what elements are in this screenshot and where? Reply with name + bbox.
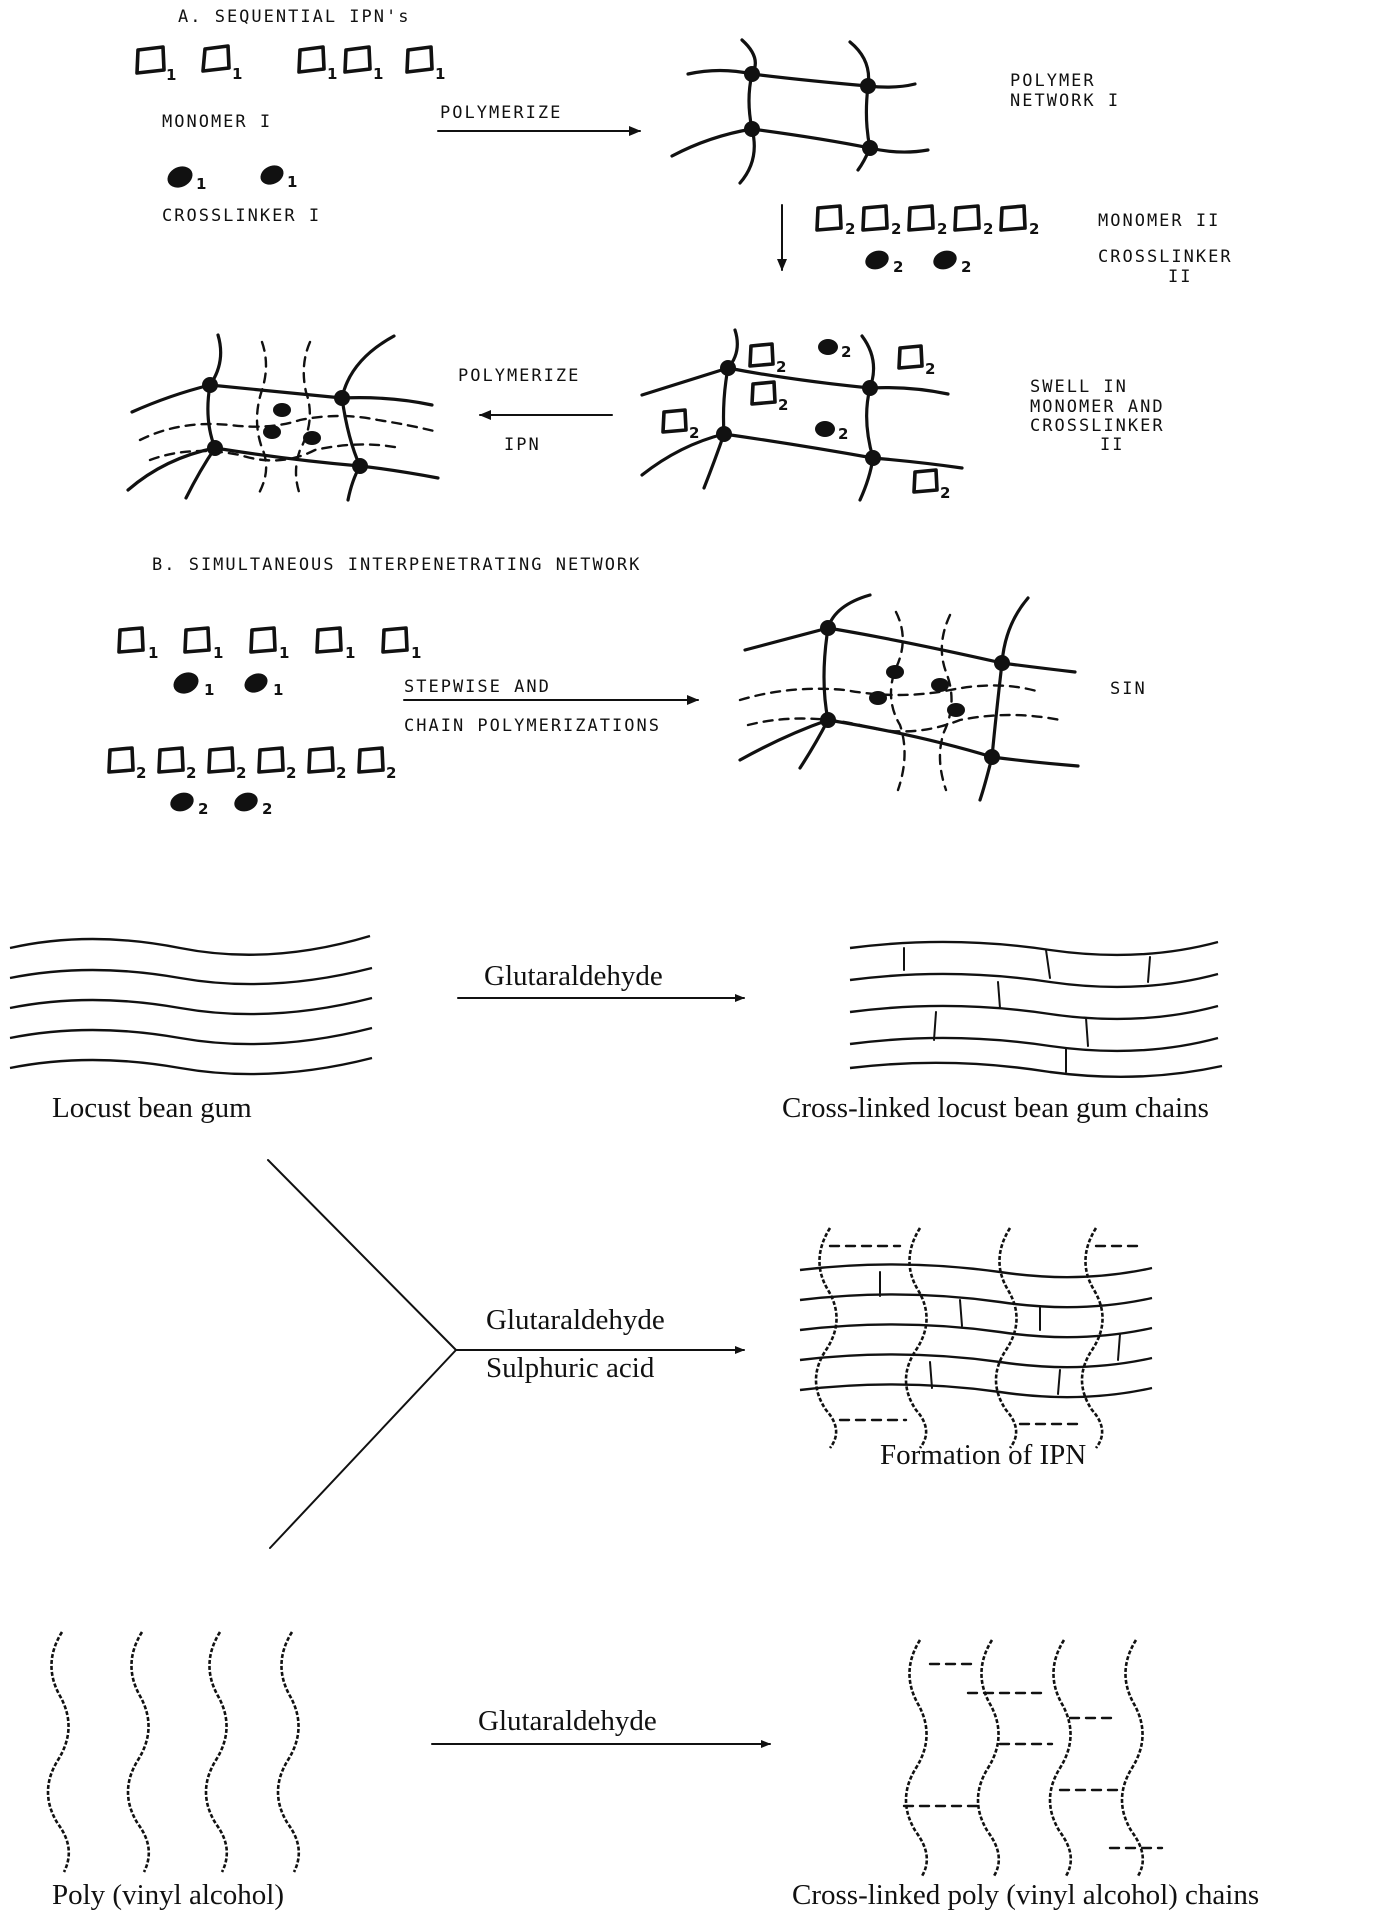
section-b-heading: B. SIMULTANEOUS INTERPENETRATING NETWORK (152, 555, 641, 575)
section-b-simultaneous-ipn: B. SIMULTANEOUS INTERPENETRATING NETWORK… (107, 555, 1147, 818)
svg-text:2: 2 (925, 360, 935, 378)
crosslinker-1-label: CROSSLINKER I (162, 206, 321, 226)
swell-label-line1: SWELL IN (1030, 377, 1128, 397)
svg-text:1: 1 (279, 644, 289, 662)
swell-label-line4: II (1100, 435, 1124, 455)
glutaraldehyde-label-bottom: Glutaraldehyde (478, 1705, 657, 1737)
svg-text:1: 1 (411, 644, 421, 662)
svg-text:2: 2 (838, 425, 848, 443)
polymer-network-1 (670, 38, 930, 185)
monomer-1-label: MONOMER I (162, 112, 272, 132)
svg-text:2: 2 (776, 358, 786, 376)
monomer-1-squares-b: 1 1 1 1 1 1 1 (117, 626, 421, 699)
svg-text:1: 1 (232, 65, 242, 83)
svg-text:2: 2 (336, 764, 346, 782)
svg-text:1: 1 (204, 681, 214, 699)
svg-text:1: 1 (287, 173, 297, 191)
pva-chains (46, 1631, 301, 1873)
svg-text:2: 2 (286, 764, 296, 782)
crosslinked-lbg-chains (849, 940, 1223, 1078)
lbg-pva-ipn-scheme: Locust bean gum Glutaraldehyde Cross-lin… (9, 934, 1259, 1911)
svg-text:2: 2 (198, 800, 208, 818)
glutaraldehyde-label-top: Glutaraldehyde (484, 960, 663, 992)
crosslinker-1-dots: 1 1 (167, 165, 297, 193)
svg-text:2: 2 (262, 800, 272, 818)
section-a-heading: A. SEQUENTIAL IPN's (178, 7, 410, 27)
sin-label: SIN (1110, 679, 1147, 699)
svg-text:2: 2 (937, 220, 947, 238)
svg-text:1: 1 (166, 66, 176, 84)
svg-text:2: 2 (778, 396, 788, 414)
crosslinker-2-label-line2: II (1168, 267, 1192, 287)
converge-line-lower (269, 1349, 457, 1549)
polymerize-label-1: POLYMERIZE (440, 103, 562, 123)
svg-text:1: 1 (273, 681, 283, 699)
sulphuric-acid-label: Sulphuric acid (486, 1352, 655, 1384)
svg-text:1: 1 (327, 65, 337, 83)
svg-text:2: 2 (186, 764, 196, 782)
svg-text:2: 2 (891, 220, 901, 238)
crosslinked-pva-label: Cross-linked poly (vinyl alcohol) chains (792, 1879, 1259, 1911)
polymerize-label-2: POLYMERIZE (458, 366, 580, 386)
monomer-2-label: MONOMER II (1098, 211, 1220, 231)
formation-ipn-label: Formation of IPN (880, 1439, 1086, 1471)
svg-text:1: 1 (373, 65, 383, 83)
converge-line-upper (267, 1159, 457, 1351)
swollen-network: 2 2 2 2 2 2 2 (640, 328, 964, 502)
svg-text:1: 1 (345, 644, 355, 662)
monomer-2-squares: 2 2 2 2 2 (815, 204, 1039, 238)
svg-text:1: 1 (435, 65, 445, 83)
crosslinked-pva-chains (902, 1639, 1164, 1877)
svg-text:1: 1 (148, 644, 158, 662)
swell-label-line3: CROSSLINKER (1030, 416, 1165, 436)
svg-text:2: 2 (940, 484, 950, 502)
network-1-label-line2: NETWORK I (1010, 91, 1120, 111)
section-a-sequential-ipn: A. SEQUENTIAL IPN's 1 1 1 1 1 MONOMER I … (126, 7, 1233, 502)
svg-text:2: 2 (961, 258, 971, 276)
network-1-label-line1: POLYMER (1010, 71, 1096, 91)
locust-bean-gum-chains (9, 934, 373, 1076)
svg-text:1: 1 (213, 644, 223, 662)
svg-text:2: 2 (236, 764, 246, 782)
svg-text:2: 2 (386, 764, 396, 782)
ipn-label: IPN (504, 435, 541, 455)
svg-text:2: 2 (893, 258, 903, 276)
locust-bean-gum-label: Locust bean gum (52, 1092, 252, 1124)
ipn-network (126, 333, 440, 502)
glutaraldehyde-label-mid: Glutaraldehyde (486, 1304, 665, 1336)
svg-text:2: 2 (1029, 220, 1039, 238)
svg-text:1: 1 (196, 175, 206, 193)
crosslinked-lbg-label: Cross-linked locust bean gum chains (782, 1092, 1209, 1124)
monomer-2-squares-b: 2 2 2 2 2 2 2 2 (107, 746, 396, 818)
stepwise-label-line1: STEPWISE AND (404, 677, 551, 697)
svg-text:2: 2 (983, 220, 993, 238)
swell-label-line2: MONOMER AND (1030, 397, 1165, 417)
svg-text:2: 2 (689, 424, 699, 442)
svg-text:2: 2 (841, 343, 851, 361)
crosslinker-2-label-line1: CROSSLINKER (1098, 247, 1233, 267)
svg-text:2: 2 (845, 220, 855, 238)
sin-network (738, 593, 1080, 802)
ipn-formation-network (799, 1227, 1153, 1449)
stepwise-label-line2: CHAIN POLYMERIZATIONS (404, 716, 661, 736)
monomer-1-squares: 1 1 1 1 1 (135, 44, 445, 84)
pva-label: Poly (vinyl alcohol) (52, 1879, 284, 1911)
crosslinker-2-dots: 2 2 (865, 250, 971, 276)
svg-text:2: 2 (136, 764, 146, 782)
